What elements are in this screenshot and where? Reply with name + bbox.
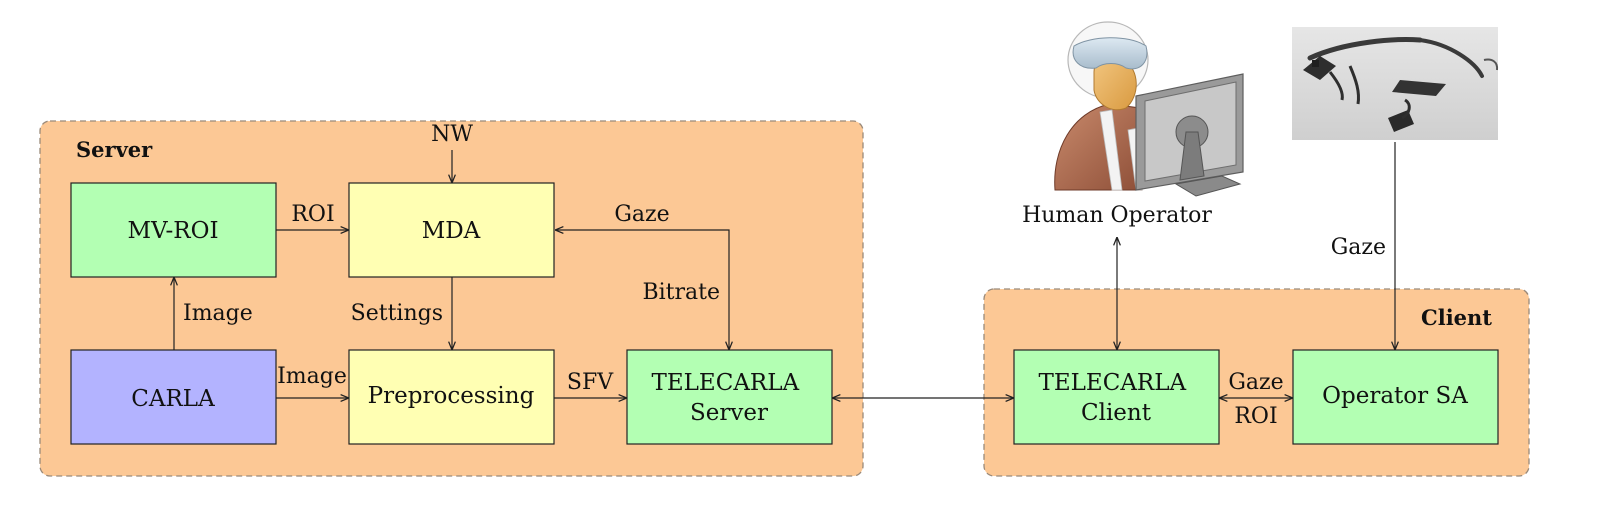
node-carla: CARLA [70, 349, 277, 445]
node-operator-sa: Operator SA [1292, 349, 1499, 445]
human-operator-icon [1054, 21, 1244, 197]
node-carla-label: CARLA [131, 386, 215, 412]
node-telecarla-server-label: TELECARLA Server [652, 370, 807, 426]
node-telecarla-client-label: TELECARLA Client [1039, 370, 1194, 426]
node-preprocessing-label: Preprocessing [368, 383, 535, 409]
node-preprocessing: Preprocessing [348, 349, 555, 445]
label-image-up: Image [183, 301, 253, 326]
label-bitrate: Bitrate [642, 280, 720, 305]
label-roi-client: ROI [1234, 404, 1277, 429]
node-mvroi-label: MV-ROI [127, 218, 218, 244]
node-telecarla-server: TELECARLA Server [626, 349, 833, 445]
human-operator-caption: Human Operator [1022, 203, 1212, 228]
eye-tracker-icon [1292, 27, 1499, 140]
node-mda: MDA [348, 182, 555, 278]
node-mvroi: MV-ROI [70, 182, 277, 278]
client-group-title: Client [1421, 305, 1492, 330]
edge-gaze-bitrate [555, 230, 729, 350]
label-image-right: Image [277, 364, 347, 389]
label-nw: NW [431, 122, 473, 147]
node-telecarla-client: TELECARLA Client [1013, 349, 1220, 445]
node-mda-label: MDA [422, 218, 481, 244]
label-gaze-tracker: Gaze [1331, 235, 1386, 260]
label-sfv: SFV [567, 370, 614, 395]
label-gaze-server: Gaze [614, 202, 669, 227]
label-roi: ROI [291, 202, 334, 227]
node-operator-sa-label: Operator SA [1322, 383, 1468, 409]
label-gaze-client: Gaze [1228, 370, 1283, 395]
label-settings: Settings [351, 301, 443, 326]
server-group-title: Server [76, 137, 153, 162]
